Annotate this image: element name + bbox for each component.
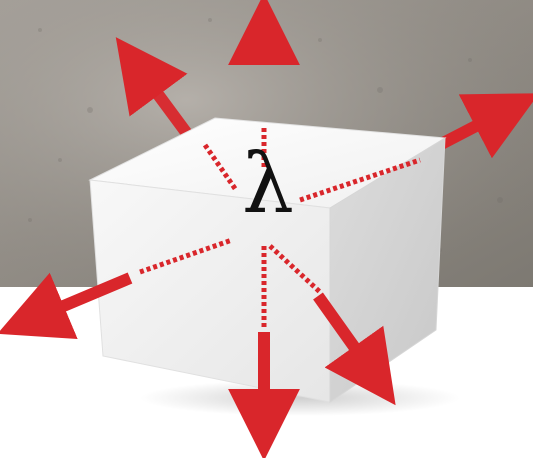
axis-left-front xyxy=(139,237,233,275)
arrow-lower-right xyxy=(313,292,396,406)
arrow-lower-left xyxy=(0,272,133,340)
axis-diagonal-front xyxy=(268,244,322,294)
front-arrows xyxy=(0,272,396,458)
axis-right-top xyxy=(299,157,421,203)
dotted-axes xyxy=(139,128,421,330)
axis-diagonal-top xyxy=(202,143,239,192)
lambda-symbol: λ xyxy=(242,137,294,232)
